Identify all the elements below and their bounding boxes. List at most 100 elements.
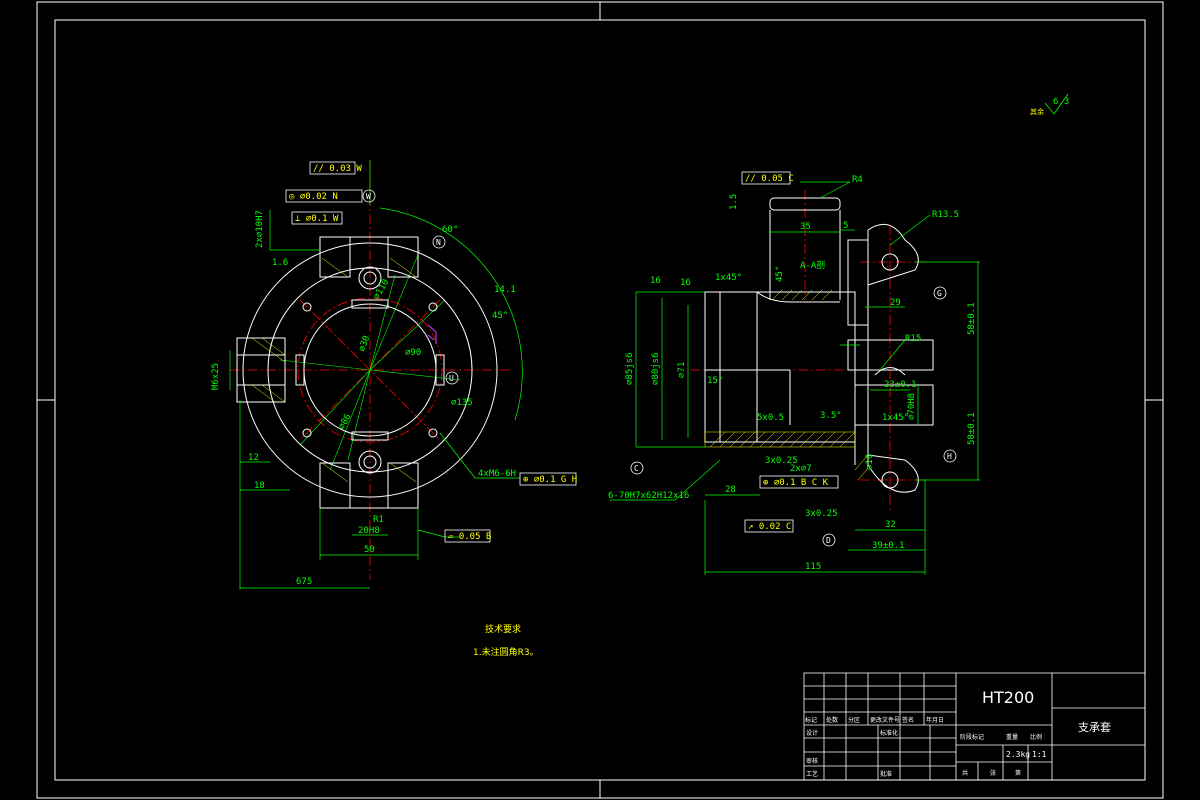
dim-80: ∅80js6 xyxy=(651,352,661,385)
section-view: // 0.05 C ⊕ ∅0.1 B C K ↗ 0.02 C R4 R13.5… xyxy=(608,171,980,575)
tol-position-top: ◎ ∅0.02 N xyxy=(289,192,338,202)
dim-90: ∅90 xyxy=(405,348,421,358)
dim-85: ∅85js6 xyxy=(625,352,635,385)
front-view-dimensions xyxy=(229,160,523,590)
dim-r1: R1 xyxy=(373,515,384,525)
dim-32: 32 xyxy=(885,520,896,530)
rough-16b: 16 xyxy=(680,278,691,288)
section-view-hatch xyxy=(704,289,869,481)
front-view-hidden-detail xyxy=(427,324,437,344)
label-section-aa: A-A剖 xyxy=(800,259,825,271)
rough-left: 1.6 xyxy=(272,258,288,268)
front-view-radial-lines xyxy=(279,249,461,471)
tol-perp-top: ⊥ ∅0.1 W xyxy=(295,214,339,224)
datum-w: W xyxy=(366,192,371,201)
dim-hole-2x: 2x∅10H7 xyxy=(255,210,265,248)
label-sheet-total: 共 xyxy=(962,769,968,777)
front-view-hatch xyxy=(251,257,417,483)
datum-c: C xyxy=(634,464,639,473)
col-zone: 分区 xyxy=(848,716,860,724)
label-craft: 工艺 xyxy=(806,770,818,778)
dim-12: 12 xyxy=(248,453,259,463)
datum-g: G xyxy=(937,289,942,298)
label-approve: 批准 xyxy=(880,770,892,778)
dim-18: 18 xyxy=(254,481,265,491)
tol-frame-gh: ⊕ ∅0.1 G H xyxy=(523,475,577,485)
dim-58-top: 58±0.1 xyxy=(967,302,977,335)
dim-2x07: 2x∅7 xyxy=(790,464,812,474)
roughness-note: 其余 xyxy=(1030,107,1044,116)
title-block xyxy=(803,672,1146,781)
dim-10: ∅10 xyxy=(865,454,875,470)
dim-70h8: ∅70H8 xyxy=(907,393,917,420)
datum-h: H xyxy=(947,452,952,461)
tech-notes-line1: 1.未注圆角R3。 xyxy=(473,646,539,658)
tol-right-parallel: // 0.05 C xyxy=(745,174,794,184)
title-weight: 2.3kg xyxy=(1006,750,1030,759)
dim-50: 50 xyxy=(364,545,375,555)
col-date: 年月日 xyxy=(926,716,944,724)
label-check: 审核 xyxy=(806,757,818,765)
title-scale: 1:1 xyxy=(1032,750,1047,759)
rough-16a: 16 xyxy=(650,276,661,286)
col-mark: 标记 xyxy=(805,716,817,724)
dim-angle-45: 45° xyxy=(492,311,508,321)
datum-u: U xyxy=(449,374,454,383)
front-view: // 0.03 W ◎ ∅0.02 N ⊥ ∅0.1 W 2x∅10H7 1.6… xyxy=(211,160,577,590)
title-part-name: 支承套 xyxy=(1078,721,1111,734)
front-view-tolerance-frames xyxy=(285,161,577,543)
title-material: HT200 xyxy=(982,688,1034,707)
dim-35-angle: 3.5° xyxy=(820,411,842,421)
label-standard: 标准化 xyxy=(880,729,898,737)
roughness-symbol-corner: 6.3 其余 xyxy=(1030,93,1069,116)
dim-5: 5 xyxy=(843,221,848,231)
dim-675: 675 xyxy=(296,577,312,587)
dim-angle-60: 60° xyxy=(442,225,458,235)
roughness-value: 6.3 xyxy=(1053,97,1069,107)
datum-d: D xyxy=(826,536,831,545)
label-stage: 阶段标记 xyxy=(960,733,984,741)
dim-m-thread: M6x25 xyxy=(211,363,221,390)
dim-35: 35 xyxy=(800,222,811,232)
dim-1x45-right: 1x45° xyxy=(882,413,909,423)
dim-86: ∅86 xyxy=(337,412,354,431)
dim-141: 14.1 xyxy=(494,285,516,295)
dim-spline: 6-70H7x62H12x16 xyxy=(608,491,689,501)
tol-parallel-top: // 0.03 W xyxy=(313,164,362,174)
dim-15-angle: 15° xyxy=(707,376,723,386)
section-view-centerlines xyxy=(690,190,935,510)
col-signature: 签名 xyxy=(902,716,914,724)
col-change-doc: 更改文件号 xyxy=(870,716,900,724)
dim-5x05: 5x0.5 xyxy=(757,413,784,423)
dim-28: 28 xyxy=(725,485,736,495)
dim-r4: R4 xyxy=(852,175,863,185)
dim-39: 39±0.1 xyxy=(872,541,905,551)
dim-71: ∅71 xyxy=(677,362,687,378)
dim-29: 29 xyxy=(890,298,901,308)
dim-r135: R13.5 xyxy=(932,210,959,220)
tol-right-runout: ↗ 0.02 C xyxy=(748,522,791,532)
drawing-frame xyxy=(36,1,1164,799)
dim-135: ∅135 xyxy=(451,398,473,408)
section-view-dimensions xyxy=(610,181,980,575)
front-view-outline xyxy=(236,236,498,509)
section-view-outline xyxy=(704,197,934,493)
label-sheet-no: 第 xyxy=(1015,769,1021,777)
dim-3x025b: 3x0.25 xyxy=(805,509,838,519)
dim-58-bottom: 58±0.1 xyxy=(967,412,977,445)
label-weight: 重量 xyxy=(1006,733,1018,741)
dim-15: 1.5 xyxy=(729,194,739,210)
dim-30: ∅30 xyxy=(357,334,372,353)
section-view-datum-bubbles xyxy=(630,286,957,547)
dim-45v: 45° xyxy=(775,266,785,282)
dim-20h8: 20H8 xyxy=(358,526,380,536)
dim-1x45-top: 1x45° xyxy=(715,273,742,283)
dim-115: 115 xyxy=(805,562,821,572)
tol-right-position: ⊕ ∅0.1 B C K xyxy=(763,478,829,488)
section-view-tolerance-frames xyxy=(741,171,839,533)
dim-3x025a: 3x0.25 xyxy=(765,456,798,466)
dim-4xm6: 4xM6-6H xyxy=(478,469,516,479)
dim-23: 23±0.1 xyxy=(884,380,917,390)
col-count: 处数 xyxy=(826,716,838,724)
